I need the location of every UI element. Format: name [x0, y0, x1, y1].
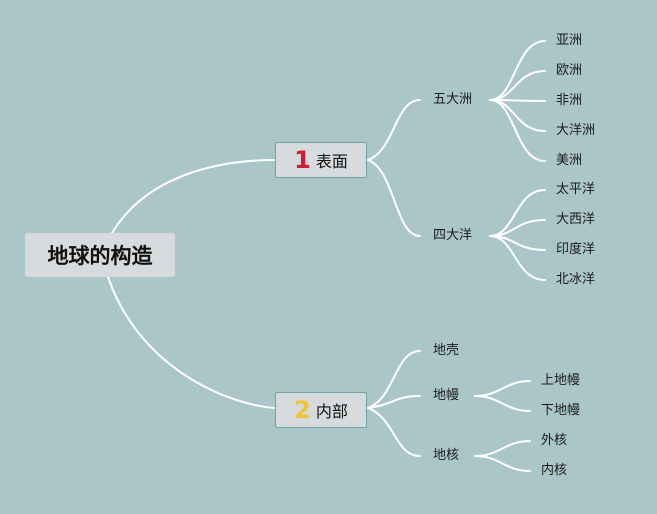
connector-oceans-1 — [489, 189, 546, 237]
subtopic-core[interactable]: 地核 — [433, 448, 460, 463]
connector-core-2 — [474, 455, 531, 472]
connector-interior-to-core — [367, 407, 421, 457]
topic-americas[interactable]: 美洲 — [556, 153, 583, 168]
topic-outer-core[interactable]: 外核 — [541, 433, 568, 448]
topic-upper-mantle[interactable]: 上地幔 — [541, 373, 581, 388]
subtopic-mantle[interactable]: 地幔 — [433, 388, 460, 403]
root-topic[interactable]: 地球的构造 — [25, 233, 175, 277]
connector-interior-to-mantle — [367, 395, 421, 409]
topic-atlantic[interactable]: 大西洋 — [556, 212, 596, 227]
connector-continents-2 — [489, 70, 546, 101]
subtopic-crust[interactable]: 地壳 — [433, 343, 460, 358]
topic-europe[interactable]: 欧洲 — [556, 63, 583, 78]
connector-interior-to-crust — [367, 350, 421, 409]
topic-arctic[interactable]: 北冰洋 — [556, 272, 596, 287]
connector-surface-to-continents — [367, 99, 421, 161]
branch-interior[interactable]: 2 内部 — [275, 392, 367, 428]
connector-continents-4 — [489, 99, 546, 132]
connector-mantle-2 — [474, 395, 531, 412]
branch-label: 表面 — [315, 152, 348, 171]
branch-number: 1 — [294, 146, 311, 174]
connector-core-1 — [474, 440, 531, 457]
topic-inner-core[interactable]: 内核 — [541, 463, 568, 478]
subtopic-continents[interactable]: 五大洲 — [433, 92, 473, 107]
connector-oceans-4 — [489, 235, 546, 281]
topic-oceania[interactable]: 大洋洲 — [556, 123, 596, 138]
connector-continents-5 — [489, 99, 546, 162]
branch-label: 内部 — [315, 402, 348, 421]
connector-root-to-interior — [107, 276, 276, 409]
branch-number: 2 — [294, 396, 311, 424]
topic-lower-mantle[interactable]: 下地幔 — [541, 403, 581, 418]
root-topic-label: 地球的构造 — [47, 244, 153, 268]
topic-asia[interactable]: 亚洲 — [556, 33, 583, 48]
connector-root-to-surface — [111, 159, 276, 234]
branch-surface[interactable]: 1 表面 — [275, 142, 367, 178]
topic-indian[interactable]: 印度洋 — [556, 242, 596, 257]
connector-mantle-1 — [474, 380, 531, 397]
topic-africa[interactable]: 非洲 — [556, 93, 583, 108]
subtopic-oceans[interactable]: 四大洋 — [433, 228, 473, 243]
topic-pacific[interactable]: 太平洋 — [556, 182, 596, 197]
connector-surface-to-oceans — [367, 159, 421, 237]
connector-continents-1 — [489, 40, 546, 101]
